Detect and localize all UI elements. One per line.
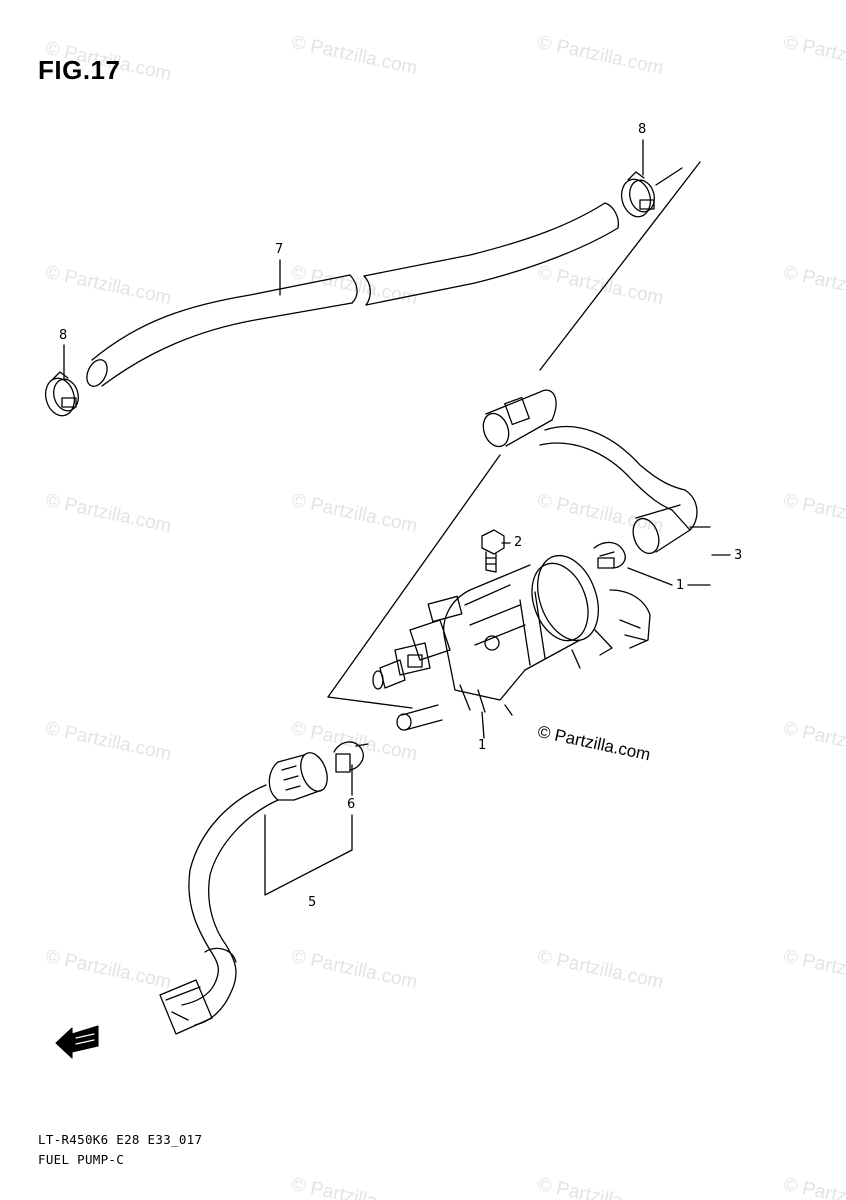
part-8-clamp-right bbox=[620, 171, 655, 218]
part-2-bolt bbox=[481, 529, 505, 573]
callout-2: 2 bbox=[514, 535, 523, 550]
part-7-hose bbox=[86, 202, 620, 387]
part-1-clip-right bbox=[593, 541, 626, 569]
fwd-arrow-icon bbox=[55, 1025, 99, 1059]
callout-6: 6 bbox=[347, 797, 356, 812]
figure-code: LT-R450K6 E28 E33_017 bbox=[38, 1132, 203, 1147]
part-8-clamp-left bbox=[44, 371, 79, 417]
leader-lines bbox=[63, 139, 731, 896]
fuel-pump-body bbox=[372, 554, 651, 739]
part-6-clip bbox=[333, 741, 369, 773]
callout-8-left: 8 bbox=[59, 328, 68, 343]
figure-name: FUEL PUMP-C bbox=[38, 1152, 125, 1167]
part-5-hose bbox=[159, 752, 328, 1035]
callout-3: 3 bbox=[734, 548, 743, 563]
callout-5: 5 bbox=[308, 895, 317, 910]
callout-1-bottom: 1 bbox=[478, 738, 487, 753]
callout-1-right: 1 bbox=[676, 578, 685, 593]
part-3-hose bbox=[482, 389, 698, 555]
callout-7: 7 bbox=[275, 242, 284, 257]
exploded-view-outline bbox=[327, 161, 701, 709]
figure-title: FIG.17 bbox=[38, 55, 121, 85]
callout-8-top: 8 bbox=[638, 122, 647, 137]
